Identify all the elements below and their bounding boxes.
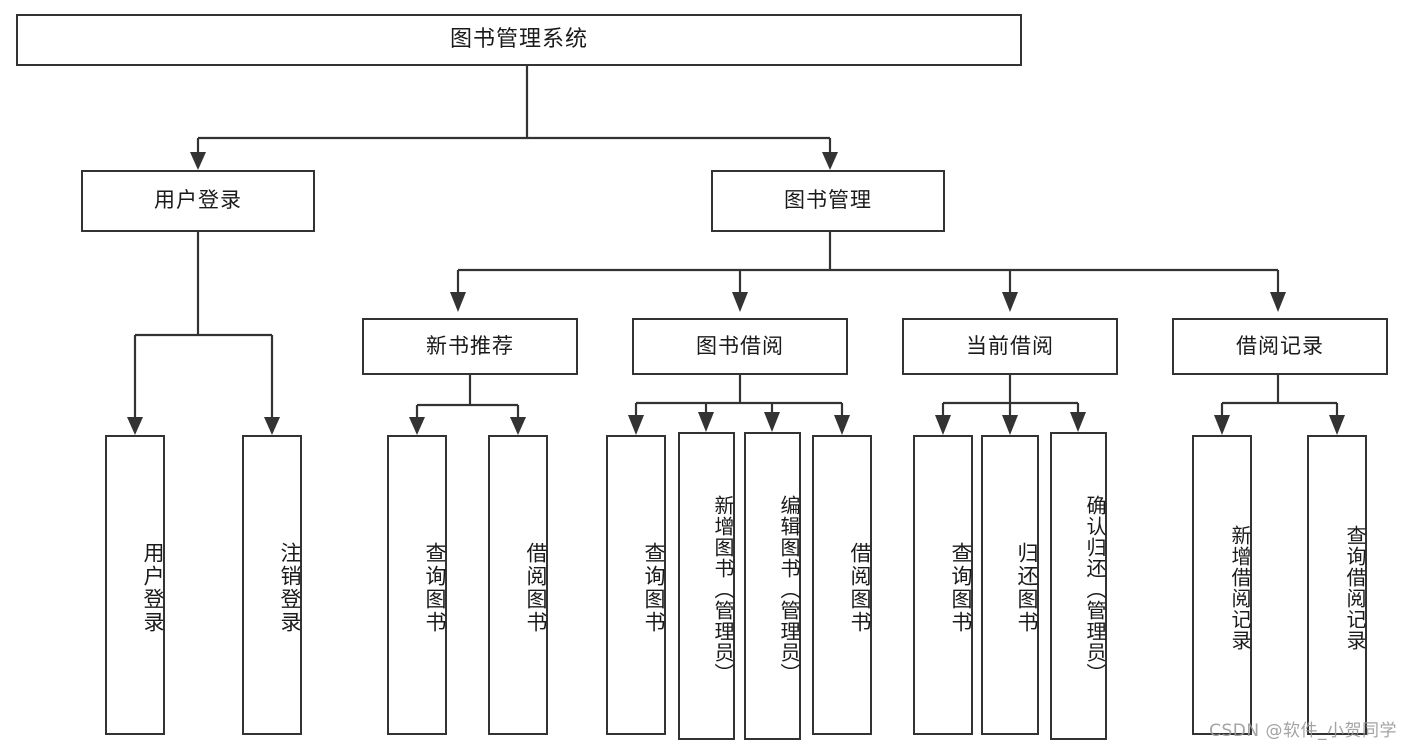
leaf-label: 查询图书 [949,542,973,634]
leaf-query-borrow-record[interactable]: 查询借阅记录 [1307,435,1367,735]
leaf-confirm-return-admin[interactable]: 确认归还（管理员） [1050,432,1107,740]
leaf-label: 归还图书 [1015,542,1039,634]
leaf-label: 借阅图书 [524,542,548,634]
csdn-watermark: CSDN @软件_小贺同学 [1209,721,1397,741]
arrowhead-leaf-confirm-return [1070,412,1086,432]
arrowhead-leaf-edit-book [764,412,780,432]
node-root[interactable]: 图书管理系统 [16,14,1022,66]
arrowhead-leaf-query-book-1 [409,417,425,435]
arrowhead-leaf-user-login [127,417,143,435]
leaf-user-login[interactable]: 用户登录 [105,435,165,735]
arrowhead-borrowrecord [1270,292,1286,312]
arrowhead-leaf-borrow-book-1 [510,417,526,435]
leaf-label: 新增图书（管理员） [711,494,735,684]
node-book-management[interactable]: 图书管理 [711,170,945,232]
arrowhead-leaf-return-book [1002,415,1018,435]
arrowhead-leaf-logout [264,417,280,435]
node-current-borrow[interactable]: 当前借阅 [902,318,1118,375]
arrowhead-leaf-query-record [1329,415,1345,435]
node-borrow-record[interactable]: 借阅记录 [1172,318,1388,375]
leaf-label: 用户登录 [141,542,165,634]
arrowhead-leaf-add-book [698,412,714,432]
leaf-borrow-book-borrow[interactable]: 借阅图书 [812,435,872,735]
arrowhead-leaf-query-book-3 [935,415,951,435]
leaf-label: 借阅图书 [848,542,872,634]
leaf-add-book-admin[interactable]: 新增图书（管理员） [678,432,735,740]
arrowhead-currentborrow [1002,292,1018,312]
leaf-label: 新增借阅记录 [1228,525,1252,651]
leaf-label: 确认归还（管理员） [1083,494,1107,684]
node-book-borrow[interactable]: 图书借阅 [632,318,848,375]
leaf-label: 查询图书 [423,542,447,634]
leaf-query-book-borrow[interactable]: 查询图书 [606,435,666,735]
arrowhead-userlogin [190,152,206,170]
arrowhead-leaf-borrow-book-2 [834,415,850,435]
leaf-label: 编辑图书（管理员） [777,494,801,684]
arrowhead-bookborrow [732,292,748,312]
leaf-query-book-current[interactable]: 查询图书 [913,435,973,735]
node-new-book-recommend[interactable]: 新书推荐 [362,318,578,375]
leaf-label: 注销登录 [278,542,302,634]
leaf-logout[interactable]: 注销登录 [242,435,302,735]
node-user-login[interactable]: 用户登录 [81,170,315,232]
arrowhead-bookmgmt [822,152,838,170]
leaf-label: 查询图书 [642,542,666,634]
leaf-return-book[interactable]: 归还图书 [981,435,1039,735]
leaf-label: 查询借阅记录 [1343,525,1367,651]
leaf-add-borrow-record[interactable]: 新增借阅记录 [1192,435,1252,735]
leaf-query-book-newbook[interactable]: 查询图书 [387,435,447,735]
leaf-borrow-book-newbook[interactable]: 借阅图书 [488,435,548,735]
arrowhead-newbook [450,292,466,312]
leaf-edit-book-admin[interactable]: 编辑图书（管理员） [744,432,801,740]
arrowhead-leaf-add-record [1214,415,1230,435]
arrowhead-leaf-query-book-2 [628,415,644,435]
